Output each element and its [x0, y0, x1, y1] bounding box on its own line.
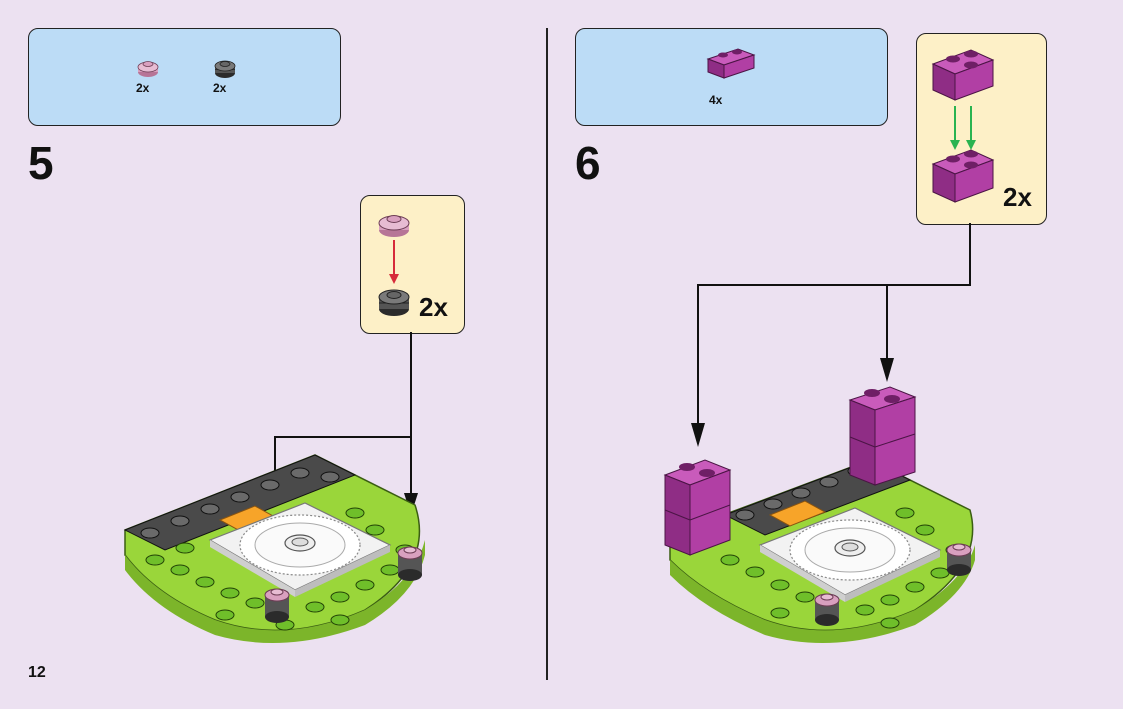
- step5-part1-qty: 2x: [136, 81, 150, 95]
- brick-1x2-magenta-icon: [706, 48, 756, 79]
- grey-round-brick-callout-icon: [378, 289, 410, 316]
- magenta-brick-top-icon: [931, 49, 995, 101]
- pink-plate-callout-icon: [378, 215, 410, 237]
- step5-number: 5: [28, 137, 54, 189]
- step5-parts-list: 2x 2x: [28, 28, 341, 126]
- step6-callout-qty: 2x: [1003, 182, 1032, 212]
- red-arrow-icon: [389, 240, 399, 284]
- step6-number: 6: [575, 137, 601, 189]
- pink-plate-placed-icon-4: [946, 543, 972, 576]
- step6-parts-list: 4x: [575, 28, 888, 126]
- step5-callout: 2x: [360, 195, 465, 334]
- step5-model: [123, 454, 425, 643]
- step6-part1-qty: 4x: [709, 93, 723, 107]
- step6-model: [663, 386, 975, 643]
- magenta-stack-left-icon: [663, 459, 732, 556]
- magenta-brick-bottom-icon: [931, 149, 995, 203]
- pink-plate-placed-icon-2: [397, 546, 423, 581]
- step6-callout: 2x: [916, 33, 1047, 225]
- magenta-stack-right-icon: [848, 386, 917, 486]
- green-arrows-icon: [950, 106, 976, 150]
- round-brick-dark-grey-icon: [214, 60, 236, 78]
- round-plate-pink-icon: [137, 61, 159, 77]
- pink-plate-placed-icon-3: [814, 593, 840, 626]
- step5-part2-qty: 2x: [213, 81, 227, 95]
- pink-plate-placed-icon: [264, 588, 290, 623]
- step5-callout-qty: 2x: [419, 292, 448, 322]
- page-divider: [546, 28, 548, 680]
- page-number: 12: [28, 664, 46, 681]
